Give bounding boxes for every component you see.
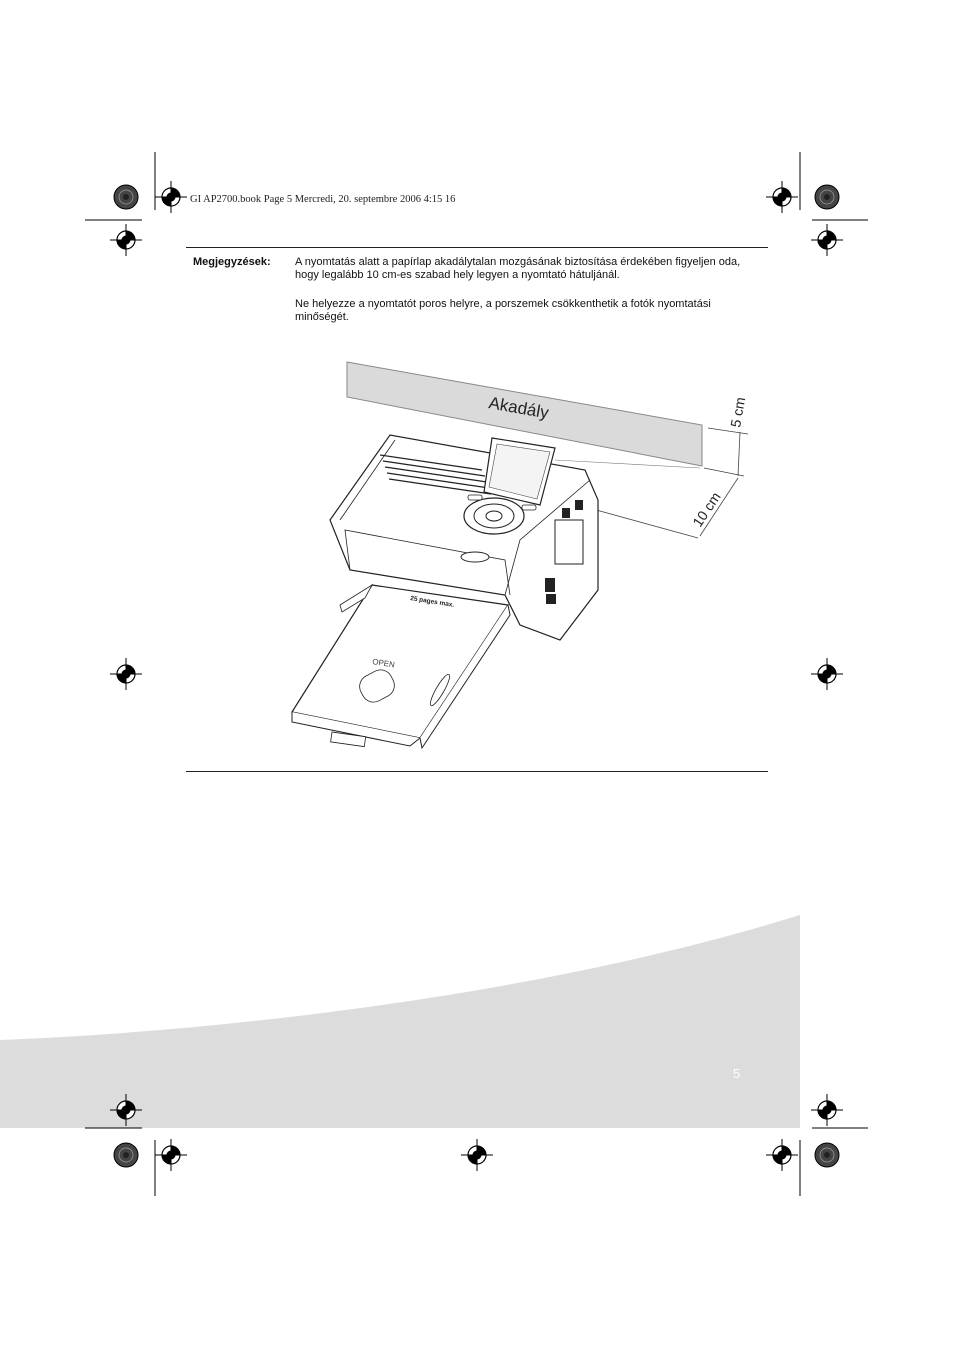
tray-open-text: OPEN <box>372 657 396 669</box>
page-number: 5 <box>733 1066 741 1081</box>
print-slug: GI AP2700.book Page 5 Mercredi, 20. sept… <box>190 194 456 205</box>
notes-paragraph-2: Ne helyezze a nyomtatót poros helyre, a … <box>295 298 711 323</box>
top-rule <box>186 247 768 248</box>
bottom-rule <box>186 771 768 772</box>
obstacle-bar <box>346 361 703 467</box>
notes-label: Megjegyzések: <box>193 256 271 268</box>
gap-back-label: 10 cm <box>689 489 724 530</box>
gap-top-label: 5 cm <box>727 396 748 429</box>
notes-paragraph-1: A nyomtatás alatt a papírlap akadálytala… <box>295 256 741 281</box>
